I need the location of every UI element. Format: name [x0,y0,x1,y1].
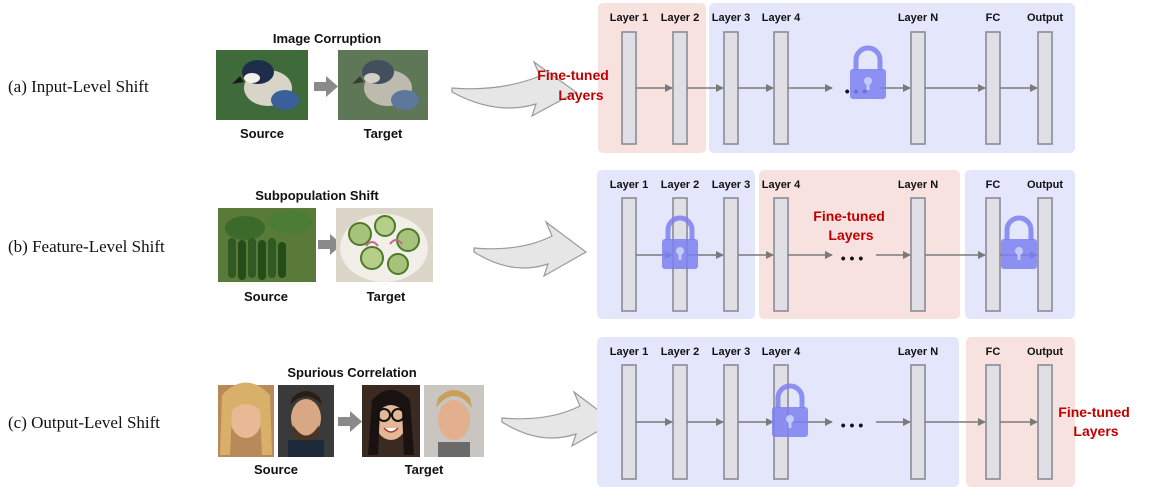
finetuned-panel [598,3,706,153]
layer-bar [1037,364,1053,480]
layer-bar [672,31,688,145]
layer-label: Layer 1 [610,346,649,358]
finetuned-label-line: Layers [558,87,603,103]
layer-bar [621,364,637,480]
finetuned-label-line: Layers [1073,423,1118,439]
curved-arrow-icon [451,60,578,118]
shift-title: Subpopulation Shift [255,188,379,203]
layer-bars [621,197,1053,312]
layer-bar [910,197,926,312]
layer-bar [985,364,1001,480]
finetuned-label-line: Fine-tuned [1058,404,1130,420]
layer-label: Layer 4 [762,346,801,358]
layer-label: Output [1027,12,1063,24]
layer-label: Layer 3 [712,179,751,191]
target-label: Target [367,289,406,304]
layer-label: Layer 4 [762,12,801,24]
layer-bar [1037,197,1053,312]
layer-bar [621,31,637,145]
layer-bar [1037,31,1053,145]
source-label: Source [254,462,298,477]
finetuned-label: Fine-tuned Layers [813,208,888,243]
finetuned-label: Fine-tuned Layers [537,67,612,103]
source-label: Source [244,289,288,304]
layer-bar [723,31,739,145]
layer-label: Layer 3 [712,346,751,358]
row-label: (a) Input-Level Shift [8,77,149,96]
ellipsis: • • • [841,250,864,266]
curved-arrow-icon [501,390,616,448]
layer-bar [910,31,926,145]
finetuned-label: Fine-tuned Layers [1058,404,1133,439]
row-label: (b) Feature-Level Shift [8,237,165,256]
source-image [218,382,334,457]
lock-icon [772,383,808,437]
target-image [336,208,433,282]
layer-bar [723,364,739,480]
layer-label: Layer 4 [762,179,801,191]
layer-bars [621,31,1053,145]
layer-label: Layer 1 [610,179,649,191]
ellipsis: • • • [841,417,864,433]
finetuned-panel [759,170,960,319]
layer-bar [773,197,789,312]
shift-title: Image Corruption [273,31,381,46]
target-label: Target [364,126,403,141]
row-label: (c) Output-Level Shift [8,413,160,432]
target-label: Target [405,462,444,477]
right-arrow-icon [314,76,338,97]
source-image [216,50,308,120]
layer-bar [621,197,637,312]
target-image [362,385,484,457]
layer-bar [985,197,1001,312]
layer-bar [910,364,926,480]
layer-label: FC [986,346,1001,358]
layer-label: Layer 2 [661,12,700,24]
layer-bar [672,364,688,480]
layer-label: Layer 3 [712,12,751,24]
finetuned-label-line: Fine-tuned [537,67,609,83]
layer-bar [723,197,739,312]
target-image [338,50,428,120]
layer-label: Output [1027,346,1063,358]
layer-bar [773,31,789,145]
layer-label: Layer N [898,179,938,191]
layer-label: Layer N [898,12,938,24]
row-b: (b) Feature-Level Shift Subpopulation Sh… [8,170,1075,319]
lock-icon [850,45,886,99]
shift-title: Spurious Correlation [287,365,416,380]
right-arrow-icon [338,411,362,432]
layer-bar [985,31,1001,145]
finetuned-label-line: Layers [828,227,873,243]
curved-arrow-icon [473,220,588,278]
frozen-panel [709,3,1075,153]
layer-label: Layer N [898,346,938,358]
finetuned-label-line: Fine-tuned [813,208,885,224]
lock-icon [1001,215,1037,269]
layer-label: Layer 2 [661,346,700,358]
row-c: (c) Output-Level Shift Spurious Correlat… [8,337,1133,487]
layer-label: Output [1027,179,1063,191]
layer-label: FC [986,179,1001,191]
layer-label: Layer 2 [661,179,700,191]
layer-label: Layer 1 [610,12,649,24]
row-a: (a) Input-Level Shift Image Corruption S… [8,3,1075,153]
source-image [218,208,316,282]
source-label: Source [240,126,284,141]
lock-icon [662,215,698,269]
layer-label: FC [986,12,1001,24]
